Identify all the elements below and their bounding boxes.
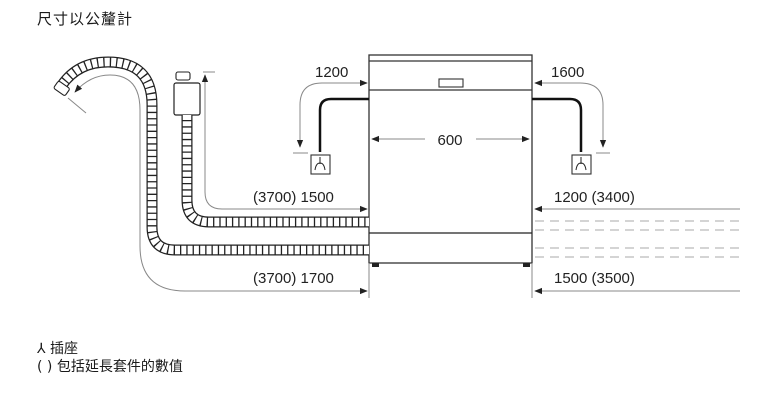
foot-right bbox=[523, 263, 530, 267]
right-drain-hose-label: 1500 (3500) bbox=[554, 270, 635, 287]
left-drain-hose-label: (3700) 1700 bbox=[253, 270, 334, 287]
dishwasher-body bbox=[368, 54, 533, 267]
width-dimension: 600 bbox=[371, 132, 530, 149]
top-right-dim-label: 1600 bbox=[551, 64, 584, 81]
hose-connector-cap bbox=[175, 71, 191, 81]
width-label: 600 bbox=[437, 132, 462, 149]
right-water-hose-label: 1200 (3400) bbox=[554, 189, 635, 206]
legend-extension-row: ( ) 包括延長套件的數值 bbox=[37, 358, 183, 376]
control-panel-display bbox=[438, 78, 464, 88]
page-title: 尺寸以公釐計 bbox=[37, 10, 134, 28]
legend-socket-row: ⅄ 插座 bbox=[37, 340, 183, 358]
drain-hose-end bbox=[53, 80, 70, 96]
paren-symbol: ( ) bbox=[37, 359, 53, 375]
water-supply-hose: (3700) 1500 bbox=[173, 71, 369, 228]
left-power-cable: 1200 bbox=[293, 64, 369, 175]
left-water-hose-label: (3700) 1500 bbox=[253, 189, 334, 206]
right-hose-dimensions: 1200 (3400) 1500 (3500) bbox=[534, 189, 740, 295]
legend: ⅄ 插座 ( ) 包括延長套件的數值 bbox=[37, 340, 183, 376]
drain-hose: (3700) 1700 bbox=[53, 56, 369, 295]
legend-socket-label: 插座 bbox=[50, 341, 79, 357]
aquastop-box bbox=[173, 82, 201, 116]
foot-left bbox=[372, 263, 379, 267]
socket-symbol-icon: ⅄ bbox=[37, 341, 46, 357]
top-left-dim-label: 1200 bbox=[315, 64, 348, 81]
right-power-cable: 1600 bbox=[532, 64, 610, 175]
legend-extension-label: 包括延長套件的數值 bbox=[56, 359, 183, 375]
